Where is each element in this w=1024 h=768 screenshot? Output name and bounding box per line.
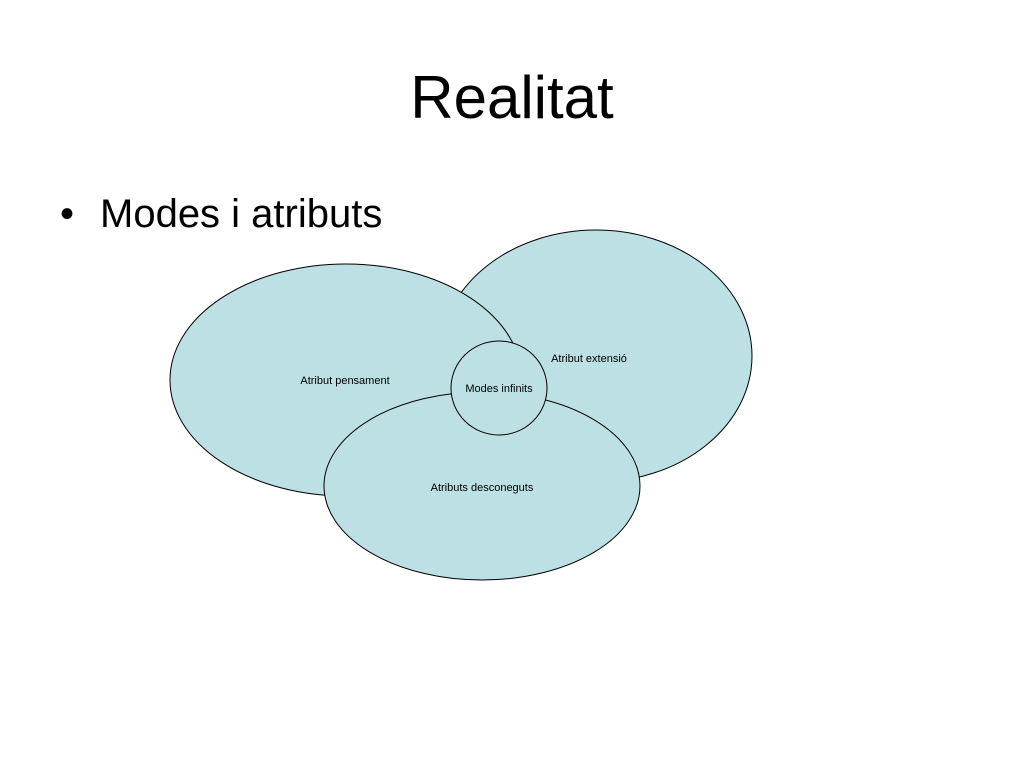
label-atribut-pensament: Atribut pensament <box>300 375 389 387</box>
bullet-item: • Modes i atributs <box>60 188 382 240</box>
label-atribut-extensio: Atribut extensió <box>551 353 627 365</box>
label-atributs-desconeguts: Atributs desconeguts <box>431 482 534 494</box>
bullet-icon: • <box>60 192 75 236</box>
slide-title: Realitat <box>410 64 614 131</box>
circle-modes-infinits <box>450 340 548 436</box>
label-modes-infinits: Modes infinits <box>465 383 533 395</box>
bullet-list: • Modes i atributs <box>60 188 382 240</box>
bullet-text: Modes i atributs <box>100 192 383 236</box>
